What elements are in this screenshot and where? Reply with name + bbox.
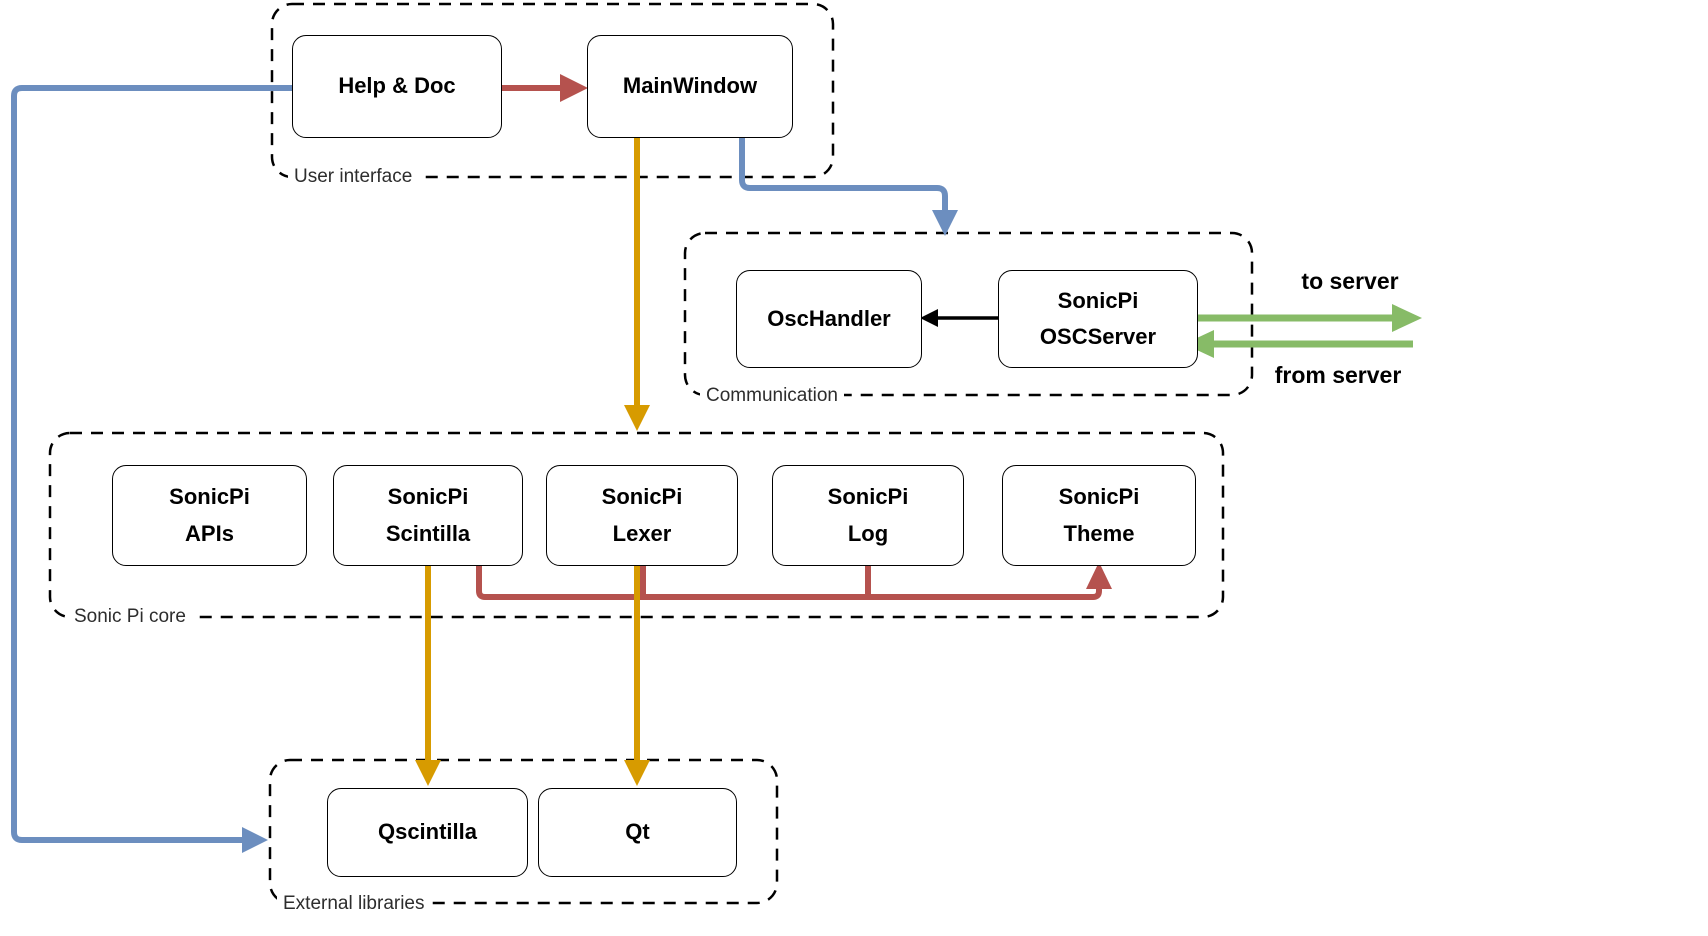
arrow-to-server [1198, 304, 1422, 332]
box-sonicpi-theme: SonicPi Theme [1002, 465, 1196, 566]
edge-label-from-server: from server [1274, 362, 1402, 388]
box-sonicpi-apis: SonicPi APIs [112, 465, 307, 566]
box-mainwindow: MainWindow [587, 35, 793, 138]
group-label-communication: Communication [700, 385, 844, 407]
arrow-helpdoc-to-mainwindow [502, 74, 588, 102]
arrow-mainwindow-to-communication [739, 138, 958, 236]
edge-label-to-server: to server [1301, 268, 1399, 294]
box-help-doc: Help & Doc [292, 35, 502, 138]
box-oschandler: OscHandler [736, 270, 922, 368]
box-sonicpi-scintilla: SonicPi Scintilla [333, 465, 523, 566]
group-border-external-libraries [268, 758, 779, 905]
box-sonicpi-oscserver: SonicPi OSCServer [998, 270, 1198, 368]
arrow-lexer-to-qt [624, 566, 650, 786]
box-sonicpi-lexer: SonicPi Lexer [546, 465, 738, 566]
box-qscintilla: Qscintilla [327, 788, 528, 877]
group-label-user-interface: User interface [288, 166, 419, 188]
arrow-oscserver-to-oschandler [920, 309, 998, 327]
arrow-helpdoc-to-external-libraries [11, 85, 292, 853]
arrow-from-server [1184, 330, 1413, 358]
group-label-sonic-pi-core: Sonic Pi core [68, 606, 192, 628]
group-border-user-interface [270, 2, 835, 179]
arrow-mainwindow-to-core [624, 138, 650, 431]
arrow-scintilla-to-qscintilla [415, 566, 441, 786]
group-border-communication [683, 231, 1254, 397]
arrow-core-modules-to-theme [476, 562, 1112, 600]
box-sonicpi-log: SonicPi Log [772, 465, 964, 566]
box-qt: Qt [538, 788, 737, 877]
group-label-external-libraries: External libraries [277, 893, 431, 915]
